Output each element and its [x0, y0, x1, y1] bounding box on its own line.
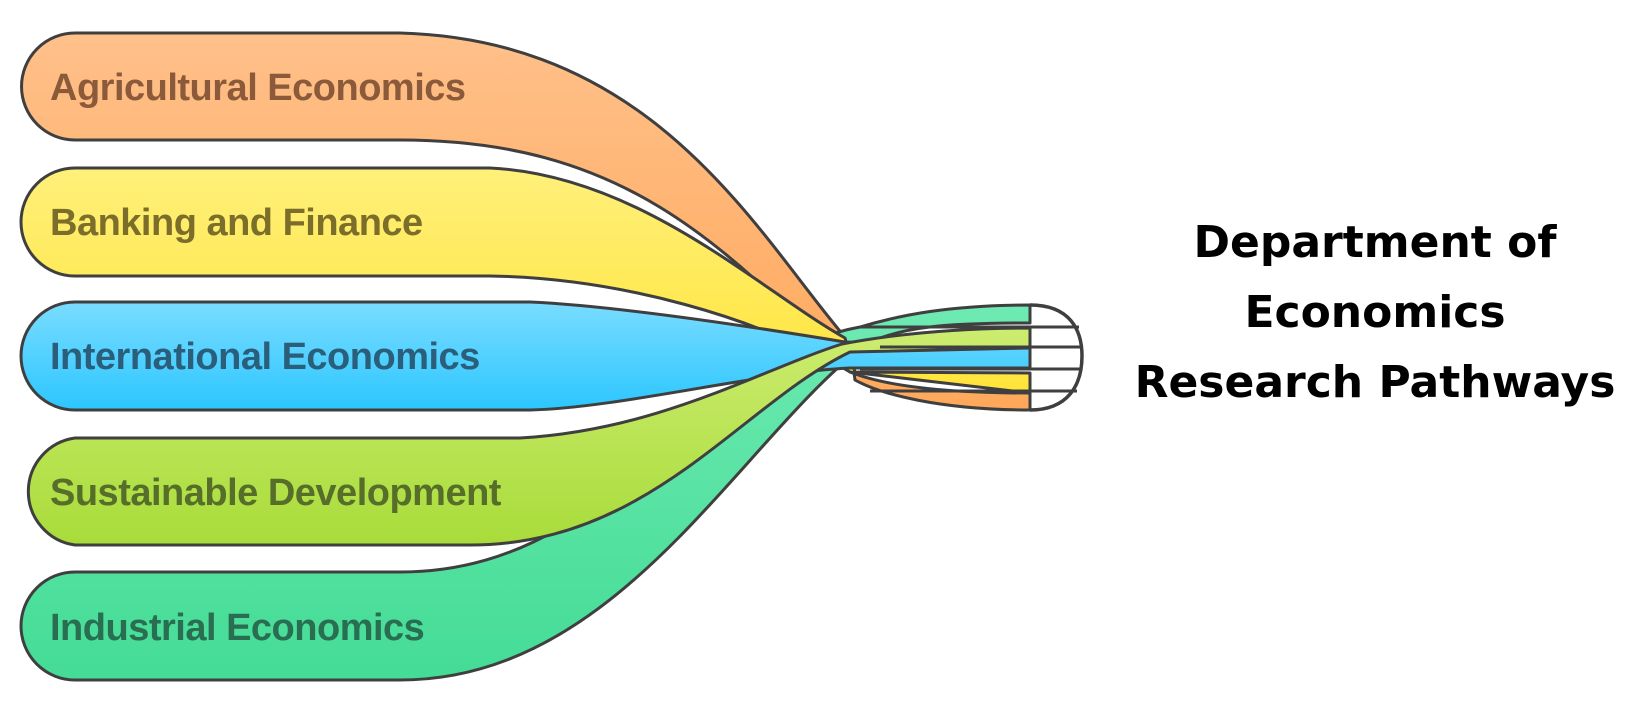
- title-line-2: Economics: [1244, 287, 1506, 338]
- ribbon-international-economics: [19, 300, 1032, 412]
- label-sustainable-development: Sustainable Development: [50, 472, 502, 514]
- label-international-economics: International Economics: [50, 336, 480, 378]
- ribbon-sustainable-development: [26, 326, 1032, 547]
- label-banking-and-finance: Banking and Finance: [50, 202, 423, 244]
- ribbon-agricultural-economics: [20, 31, 1032, 412]
- title-line-1: Department of: [1193, 217, 1557, 268]
- bundle-cap: [1029, 303, 1084, 412]
- label-industrial-economics: Industrial Economics: [50, 607, 424, 649]
- title-line-3: Research Pathways: [1134, 357, 1616, 408]
- bundle-cap-fill: [1030, 305, 1082, 410]
- label-agricultural-economics: Agricultural Economics: [50, 67, 466, 109]
- diagram-title: Department of Economics Research Pathway…: [1130, 208, 1620, 418]
- ribbon-banking-and-finance: [19, 166, 1032, 395]
